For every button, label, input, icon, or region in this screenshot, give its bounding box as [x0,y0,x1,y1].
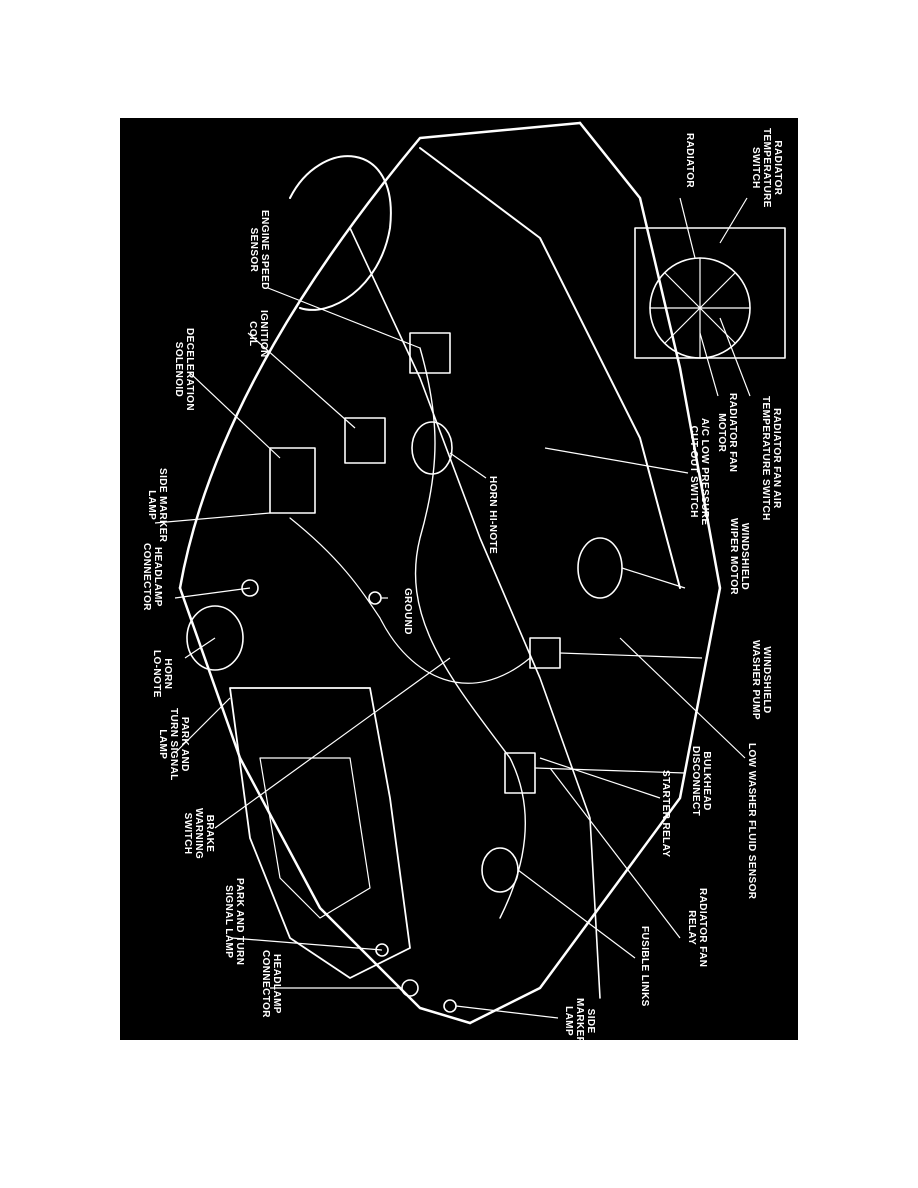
leader-side-marker-lamp-right [455,1005,559,1019]
engine-speed-sensor-body [409,332,451,374]
ignition-coil-body [344,417,386,464]
grille-inner [259,757,371,919]
leader-windshield-washer-pump [559,652,703,659]
label-horn-hi-note: HORN HI-NOTE [487,476,498,555]
label-park-and-turn-signal-lamp-right: PARK AND TURN SIGNAL LAMP [223,878,245,966]
leader-park-and-turn-signal-lamp-left [174,697,231,754]
windshield-wiper-motor-body [577,537,623,599]
label-horn-lo-note: HORN LO-NOTE [151,650,173,698]
label-ignition-coil: IGNITION COIL [247,310,269,358]
leader-starter-relay [539,757,661,799]
left-fender-outline [178,121,582,590]
leader-fusible-links [517,869,636,959]
horn-lo-note-body [186,605,244,671]
leader-horn-hi-note [449,452,487,479]
label-headlamp-connector-right: HEADLAMP CONNECTOR [260,950,282,1018]
leader-side-marker-lamp-left [154,512,271,524]
cowl-panel [419,147,681,589]
label-windshield-wiper-motor: WINDSHIELD WIPER MOTOR [728,518,750,595]
label-fusible-links: FUSIBLE LINKS [639,926,650,1007]
label-side-marker-lamp-right: SIDE MARKER LAMP [563,998,596,1045]
label-engine-speed-sensor: ENGINE SPEED SENSOR [248,210,270,290]
leader-low-washer-fluid-sensor [619,637,746,759]
label-brake-warning-switch: BRAKE WARNING SWITCH [182,808,215,860]
label-park-and-turn-signal-lamp-left: PARK AND TURN SIGNAL LAMP [157,708,190,781]
leader-engine-speed-sensor [267,287,421,349]
leader-headlamp-connector-left [174,587,251,599]
wheel-arch [289,155,392,311]
label-low-washer-fluid-sensor: LOW WASHER FLUID SENSOR [746,743,757,900]
leader-deceleration-solenoid [189,372,281,459]
label-starter-relay: STARTER RELAY [660,770,671,858]
radiator-inset-frame [634,227,786,359]
leader-park-and-turn-signal-lamp-right [231,937,383,951]
diagram-plate: RADIATOR TEMPERATURE SWITCH RADIATOR ENG… [120,118,798,1044]
label-radiator-fan-motor: RADIATOR FAN MOTOR [716,393,738,473]
leader-brake-warning-switch [214,657,451,829]
label-side-marker-lamp-left: SIDE MARKER LAMP [146,468,168,543]
label-radiator-fan-air-temperature-switch: RADIATOR FAN AIR TEMPERATURE SWITCH [760,396,782,521]
side-marker-lamp-right-body [443,999,457,1013]
hood-opening-outline [178,586,472,1025]
horn-hi-note-body [411,421,453,475]
leader-windshield-wiper-motor [621,567,686,589]
label-deceleration-solenoid: DECELERATION SOLENOID [173,328,195,411]
leader-bulkhead-disconnect [534,767,686,774]
leader-ac-low-pressure-cut-out-switch [544,447,689,474]
leader-radiator-fan-relay [549,767,681,939]
inner-fender [349,227,601,999]
label-ground: GROUND [402,588,413,635]
label-ac-low-pressure-cut-out-switch: A/C LOW PRESSURE CUT-OUT SWITCH [688,418,710,526]
leader-horn-lo-note [184,637,216,659]
bulkhead-disconnect-body [504,752,536,794]
ground-terminal [368,591,382,605]
leader-radiator-fan-motor [699,332,719,397]
engine-compartment-illustration [154,121,786,1025]
deceleration-solenoid-body [269,447,316,514]
label-headlamp-connector-left: HEADLAMP CONNECTOR [141,543,163,611]
leader-radiator-fan-air-temperature-switch [719,317,751,397]
label-windshield-washer-pump: WINDSHIELD WASHER PUMP [750,640,772,720]
leader-ignition-coil [247,332,356,429]
wiring-harness [414,347,526,919]
headlamp-connector-left-body [241,579,259,597]
label-radiator-temperature-switch: RADIATOR TEMPERATURE SWITCH [750,128,783,208]
label-bulkhead-disconnect: BULKHEAD DISCONNECT [690,746,712,817]
right-fender-outline [468,121,722,1025]
grille-opening [229,687,411,979]
leader-radiator-temperature-switch [719,197,748,244]
wiring-harness-branch [289,517,531,684]
fusible-links-body [481,847,519,893]
radiator-fan-blades [649,257,751,359]
label-radiator: RADIATOR [684,133,695,189]
headlamp-connector-right-body [401,979,419,997]
leader-radiator [679,197,696,259]
label-radiator-fan-relay: RADIATOR FAN RELAY [686,888,708,968]
